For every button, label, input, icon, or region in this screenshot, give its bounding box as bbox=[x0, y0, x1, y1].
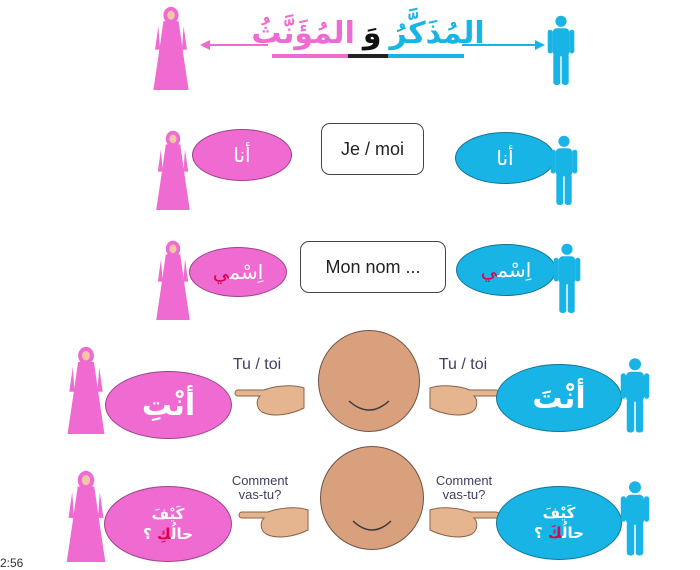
speech-bubble-f-row4: كَيْفَ حالُكِ ؟ bbox=[104, 486, 232, 562]
title-and: وَ bbox=[362, 15, 382, 51]
video-timestamp: 2:56 bbox=[0, 556, 24, 570]
woman-figure-row2 bbox=[150, 240, 196, 320]
woman-figure-row3 bbox=[62, 346, 110, 434]
french-comment-right: Comment vas-tu? bbox=[435, 473, 493, 503]
speech-bubble-f-row2: اِسْمي bbox=[189, 247, 287, 297]
french-tu-toi-left: Tu / toi bbox=[232, 356, 282, 373]
arabic-kayfa-m: كَيْفَ bbox=[542, 503, 576, 522]
speech-bubble-f-row3: أنْتِ bbox=[105, 371, 232, 439]
man-figure-row3 bbox=[620, 349, 650, 441]
man-figure-row1 bbox=[550, 128, 578, 212]
french-box-row2: Mon nom ... bbox=[300, 241, 446, 293]
arabic-anta: أنْتَ bbox=[532, 380, 586, 416]
french-mon-nom: Mon nom ... bbox=[325, 256, 421, 277]
french-box-row1: Je / moi bbox=[321, 123, 424, 175]
french-tu-toi-right: Tu / toi bbox=[438, 356, 488, 373]
man-figure-row4 bbox=[620, 472, 650, 564]
speech-bubble-m-row4: كَيْفَ حالُكَ ؟ bbox=[496, 486, 622, 560]
french-je-moi: Je / moi bbox=[340, 138, 405, 159]
title-feminine: المُؤَنَّثُ bbox=[251, 15, 355, 51]
arabic-haluka: حالُكَ ؟ bbox=[534, 524, 584, 542]
hand-left-row3 bbox=[218, 378, 320, 418]
face-row3 bbox=[318, 330, 420, 432]
speech-bubble-m-row2: اِسْمي bbox=[456, 244, 556, 296]
arabic-kayfa-f: كَيْفَ bbox=[151, 504, 185, 523]
speech-bubble-m-row1: أنا bbox=[455, 132, 555, 184]
title-masculine: المُذَكَّرُ bbox=[389, 15, 485, 51]
title-underline bbox=[272, 54, 464, 58]
speech-bubble-m-row3: أنْتَ bbox=[496, 364, 622, 432]
man-figure-title bbox=[547, 8, 575, 92]
arabic-ismi-f: اِسْمي bbox=[212, 260, 264, 284]
arabic-anti: أنْتِ bbox=[141, 387, 196, 423]
title-arrows bbox=[200, 40, 545, 50]
title-text: المُذَكَّرُ وَ المُؤَنَّثُ bbox=[251, 8, 484, 58]
speech-bubble-f-row1: أنا bbox=[192, 129, 292, 181]
woman-figure-title bbox=[148, 6, 194, 90]
arabic-ismi-m: اِسْمي bbox=[480, 258, 532, 282]
woman-figure-row1 bbox=[150, 130, 196, 210]
face-row4 bbox=[320, 446, 424, 550]
man-figure-row2 bbox=[553, 236, 581, 320]
arabic-ana-m: أنا bbox=[496, 146, 514, 170]
woman-figure-row4 bbox=[62, 470, 110, 562]
arabic-ana-f: أنا bbox=[233, 143, 251, 167]
french-comment-left: Comment vas-tu? bbox=[231, 473, 289, 503]
hand-left-row4 bbox=[222, 500, 324, 540]
arabic-haluki: حالُكِ ؟ bbox=[143, 525, 193, 543]
